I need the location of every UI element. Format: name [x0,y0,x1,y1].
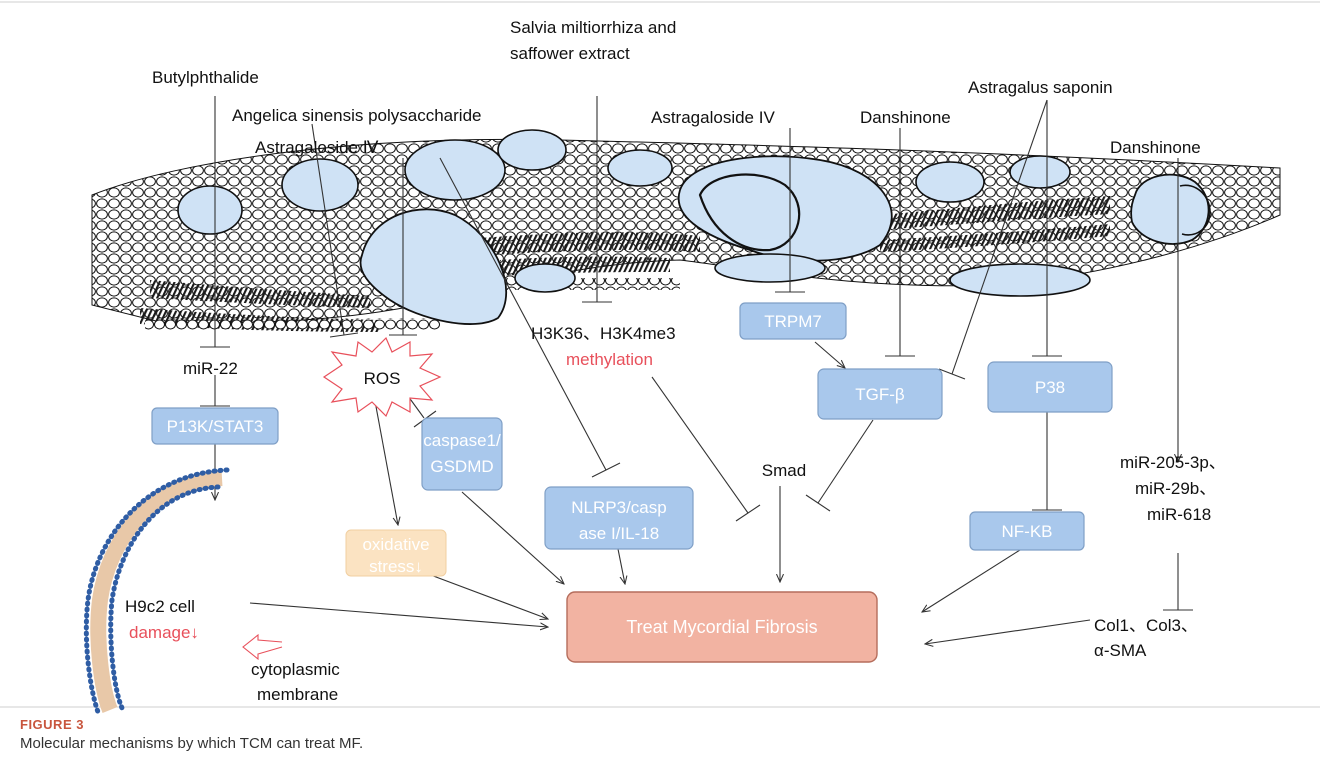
label-p13k: P13K/STAT3 [167,417,264,436]
label-cytoplasmic-1: cytoplasmic [251,660,340,679]
label-p38: P38 [1035,378,1065,397]
label-mir-618: miR-618 [1147,505,1211,524]
label-tgfb: TGF-β [855,385,905,404]
label-damage: damage↓ [129,623,199,642]
label-trpm7: TRPM7 [764,312,822,331]
label-caspase-2: GSDMD [430,457,493,476]
label-cytoplasmic-2: membrane [257,685,338,704]
label-angelica: Angelica sinensis polysaccharide [232,106,481,125]
label-h3k: H3K36、H3K4me3 [531,324,676,343]
label-col-2: α-SMA [1094,641,1147,660]
label-butylphthalide: Butylphthalide [152,68,259,87]
figure-label: FIGURE 3 [20,717,363,732]
label-salvia-1: Salvia miltiorrhiza and [510,18,676,37]
label-caspase-1: caspase1/ [423,431,501,450]
label-col-1: Col1、Col3、 [1094,616,1198,635]
label-nlrp3-1: NLRP3/casp [571,498,666,517]
label-salvia-2: saffower extract [510,44,630,63]
label-astragaloside-b: Astragaloside IV [651,108,775,127]
figure-caption-text: Molecular mechanisms by which TCM can tr… [20,735,363,752]
label-mir-29b: miR-29b、 [1135,479,1216,498]
label-smad: Smad [762,461,806,480]
h9c2-cell-membrane [86,470,227,712]
cell-membrane-band [92,130,1280,332]
label-mir22: miR-22 [183,359,238,378]
box-caspase [422,418,502,490]
label-astragalus-saponin: Astragalus saponin [968,78,1113,97]
label-nlrp3-2: ase I/IL-18 [579,524,659,543]
label-ros: ROS [364,369,401,388]
label-danshinone-b: Danshinone [1110,138,1201,157]
label-oxidative-1: oxidative [362,535,429,554]
label-danshinone-a: Danshinone [860,108,951,127]
label-outcome: Treat Mycordial Fibrosis [626,617,817,637]
figure-caption: FIGURE 3 Molecular mechanisms by which T… [20,717,363,752]
label-nfkb: NF-KB [1002,522,1053,541]
label-mir-205: miR-205-3p、 [1120,453,1226,472]
compound-labels: Butylphthalide Angelica sinensis polysac… [152,18,1201,157]
label-oxidative-2: stress↓ [369,557,423,576]
label-astragaloside-a: Astragaloside Ⅳ [255,138,379,157]
label-methylation: methylation [566,350,653,369]
label-h9c2: H9c2 cell [125,597,195,616]
